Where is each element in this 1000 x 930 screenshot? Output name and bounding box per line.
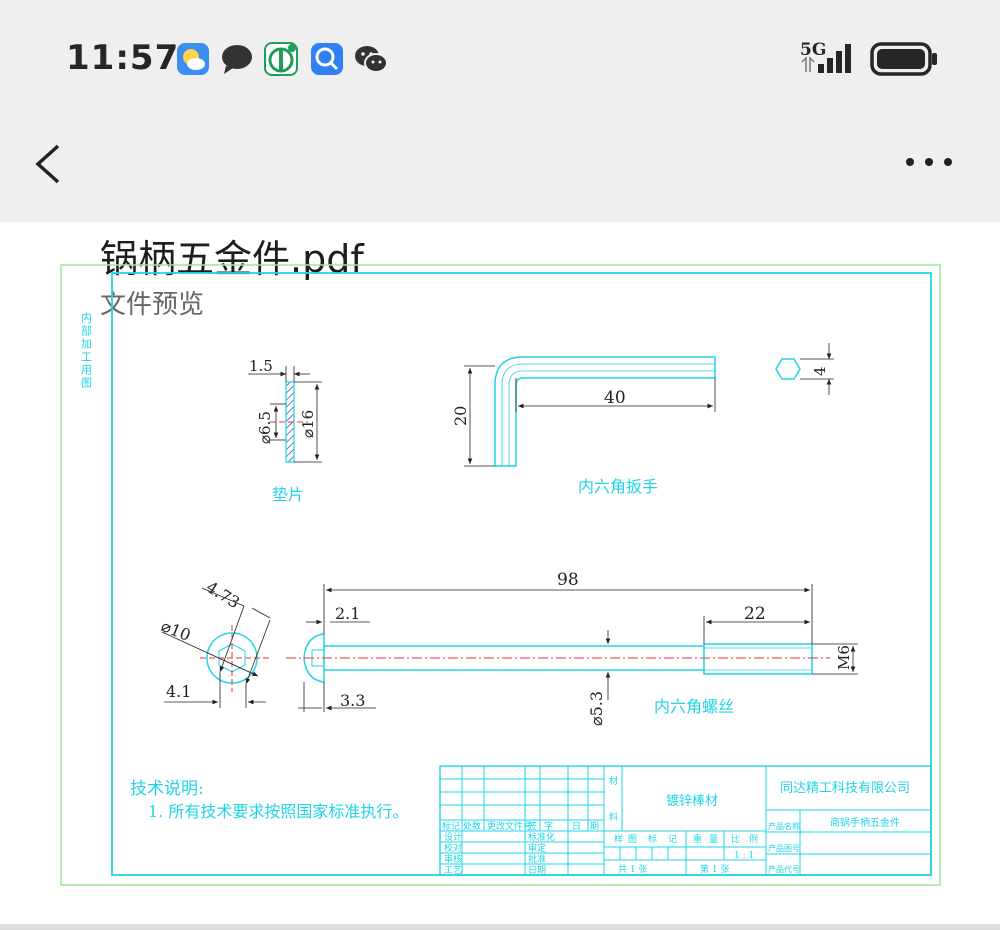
rev-header-7: 期 xyxy=(590,821,599,832)
status-bar: 11:57 5G xyxy=(0,0,1000,112)
more-options-icon[interactable] xyxy=(900,145,958,179)
back-arrow-icon[interactable] xyxy=(30,142,66,186)
messages-icon xyxy=(222,45,252,74)
screw-shank-dia: ⌀5.3 xyxy=(587,691,606,726)
washer-label: 垫片 xyxy=(272,485,304,504)
rev-header-5: 字 xyxy=(544,820,553,832)
screw-head-step: 3.3 xyxy=(340,691,365,710)
washer-outer-dia: ⌀16 xyxy=(299,410,317,438)
rev-header-6: 日 xyxy=(572,821,581,832)
screw-hex-size: 4.73 xyxy=(203,577,243,612)
pdf-preview-area[interactable]: 内部加工用图 1.5 ⌀6.5 ⌀16 垫片 20 40 4 xyxy=(0,222,1000,924)
material-name: 镀锌棒材 xyxy=(666,793,718,809)
screw-total-length: 98 xyxy=(557,570,579,590)
weather-app-icon xyxy=(177,43,209,75)
scale: 1 : 1 xyxy=(734,851,754,861)
role-standard: 标准化 xyxy=(528,831,555,843)
role-date: 日期 xyxy=(528,865,546,876)
screw-end-view xyxy=(161,587,272,708)
wrench-height: 20 xyxy=(451,406,470,426)
bank-app-icon xyxy=(264,42,298,76)
stage-header-2: 图 xyxy=(628,834,637,845)
screw-head-dia: ⌀10 xyxy=(159,616,194,645)
washer-drawing xyxy=(248,366,322,463)
hex-wrench-drawing xyxy=(494,356,801,467)
washer-thickness: 1.5 xyxy=(249,357,273,375)
cellular-signal-icon: 5G xyxy=(800,38,858,82)
screw-head-height: 2.1 xyxy=(335,604,360,623)
screw-head-offset: 4.1 xyxy=(166,682,191,701)
side-note: 内部加工用图 xyxy=(80,311,93,390)
network-type: 5G xyxy=(800,40,826,60)
material-label-2: 料 xyxy=(609,811,618,823)
role-check: 校对 xyxy=(444,842,462,854)
stage-header-1: 样 xyxy=(614,833,623,845)
rev-header-3: 更改文件号 xyxy=(487,820,532,832)
app-header: 锅柄五金件.pdf 文件预览 xyxy=(0,112,1000,320)
browser-search-icon xyxy=(311,43,343,75)
wechat-icon xyxy=(355,46,388,73)
side-label-drawing-no: 产品图号 xyxy=(768,843,800,853)
wrench-label: 内六角扳手 xyxy=(578,477,658,496)
stage-header-5: 重 xyxy=(693,833,702,845)
material-label: 材 xyxy=(609,775,618,787)
engineering-drawing: 内部加工用图 1.5 ⌀6.5 ⌀16 垫片 20 40 4 xyxy=(60,264,941,886)
role-ratify: 批准 xyxy=(528,853,546,865)
side-label-code: 产品代号 xyxy=(768,864,800,874)
battery-icon xyxy=(870,42,940,80)
company-name: 同达精工科技有限公司 xyxy=(780,781,910,796)
sheet-total: 共 1 张 xyxy=(618,864,647,875)
stage-header-3: 标 xyxy=(648,833,657,845)
clock: 11:57 xyxy=(66,38,180,78)
stage-header-4: 记 xyxy=(668,834,677,845)
washer-inner-dia: ⌀6.5 xyxy=(256,411,274,444)
product-name: 商锅手柄五金件 xyxy=(830,816,900,829)
notes-line-1: 1. 所有技术要求按照国家标准执行。 xyxy=(148,802,408,821)
role-design: 设计 xyxy=(444,831,462,843)
stage-header-7: 比 xyxy=(731,833,740,845)
title-block xyxy=(439,765,932,876)
role-review: 审核 xyxy=(444,853,462,865)
role-approve: 审定 xyxy=(528,842,546,854)
screw-thread: M6 xyxy=(835,645,853,670)
notes-heading: 技术说明: xyxy=(130,779,204,799)
side-label-name: 产品名称 xyxy=(768,821,800,831)
stage-header-6: 量 xyxy=(709,834,718,845)
wrench-hex: 4 xyxy=(811,366,829,376)
bottom-toolbar-edge xyxy=(0,924,1000,930)
file-subtitle: 文件预览 xyxy=(100,290,205,320)
screw-thread-length: 22 xyxy=(744,604,766,624)
stage-header-8: 例 xyxy=(749,833,758,845)
rev-header-4: 签 xyxy=(528,820,537,832)
rev-header-2: 处数 xyxy=(463,820,481,832)
wrench-length: 40 xyxy=(604,388,626,408)
screw-label: 内六角螺丝 xyxy=(654,697,734,716)
sheet-number: 第 1 张 xyxy=(700,863,729,875)
rev-header-1: 标记 xyxy=(442,820,460,832)
outer-frame xyxy=(60,264,941,886)
role-process: 工艺 xyxy=(444,865,462,876)
